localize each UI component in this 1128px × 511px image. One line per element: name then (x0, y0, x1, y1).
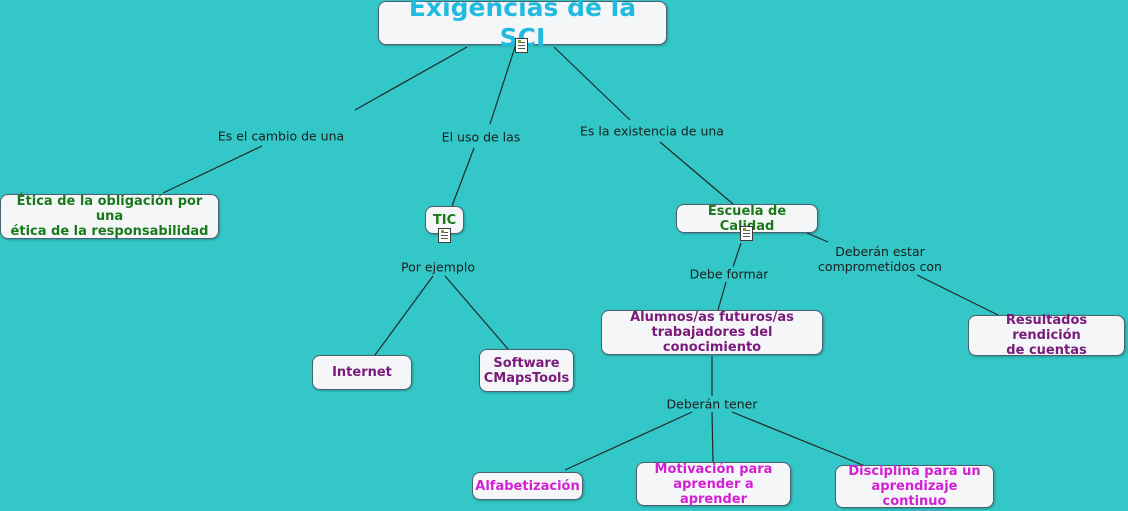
concept-node-software[interactable]: Software CMapsTools (479, 349, 574, 392)
link-label-existencia[interactable]: Es la existencia de una (578, 123, 726, 139)
concept-node-escuela[interactable]: Escuela de Calidad (676, 204, 818, 234)
connector-line (451, 147, 475, 207)
link-label-uso[interactable]: El uso de las (439, 129, 523, 145)
connector-line (354, 46, 468, 111)
document-icon[interactable] (740, 226, 753, 241)
connector-line (553, 46, 631, 121)
connector-line (806, 232, 829, 243)
connector-line (162, 145, 263, 194)
concept-node-motivacion[interactable]: Motivación para aprender a aprender (636, 462, 791, 507)
connector-line (564, 411, 693, 471)
document-icon[interactable] (438, 228, 451, 243)
concept-node-title[interactable]: Exigencias de la SCI (378, 0, 667, 52)
connector-line (444, 275, 509, 350)
document-icon[interactable] (515, 38, 528, 53)
connector-line (732, 242, 742, 268)
link-label-cambio[interactable]: Es el cambio de una (215, 128, 347, 144)
connector-line (489, 46, 516, 125)
connector-line (717, 281, 727, 311)
concept-node-disciplina[interactable]: Disciplina para un aprendizaje continuo (835, 464, 994, 509)
connector-line (916, 274, 999, 316)
link-label-comprometidos[interactable]: Deberán estar comprometidos con (816, 244, 944, 274)
link-label-ejemplo[interactable]: Por ejemplo (399, 259, 477, 275)
concept-node-alumnos[interactable]: Alumnos/as futuros/as trabajadores del c… (601, 310, 823, 355)
connector-line (659, 141, 734, 205)
concept-node-etica[interactable]: Ética de la obligación por una ética de … (0, 194, 219, 239)
link-label-tener[interactable]: Deberán tener (664, 396, 760, 412)
concept-node-internet[interactable]: Internet (312, 355, 412, 390)
connector-line (711, 411, 714, 463)
concept-node-alfabetizacion[interactable]: Alfabetización (472, 472, 583, 500)
connector-line (731, 411, 871, 469)
concept-node-resultados[interactable]: Resultados rendición de cuentas (968, 313, 1125, 358)
link-label-formar[interactable]: Debe formar (687, 266, 771, 282)
connector-line (374, 275, 434, 356)
